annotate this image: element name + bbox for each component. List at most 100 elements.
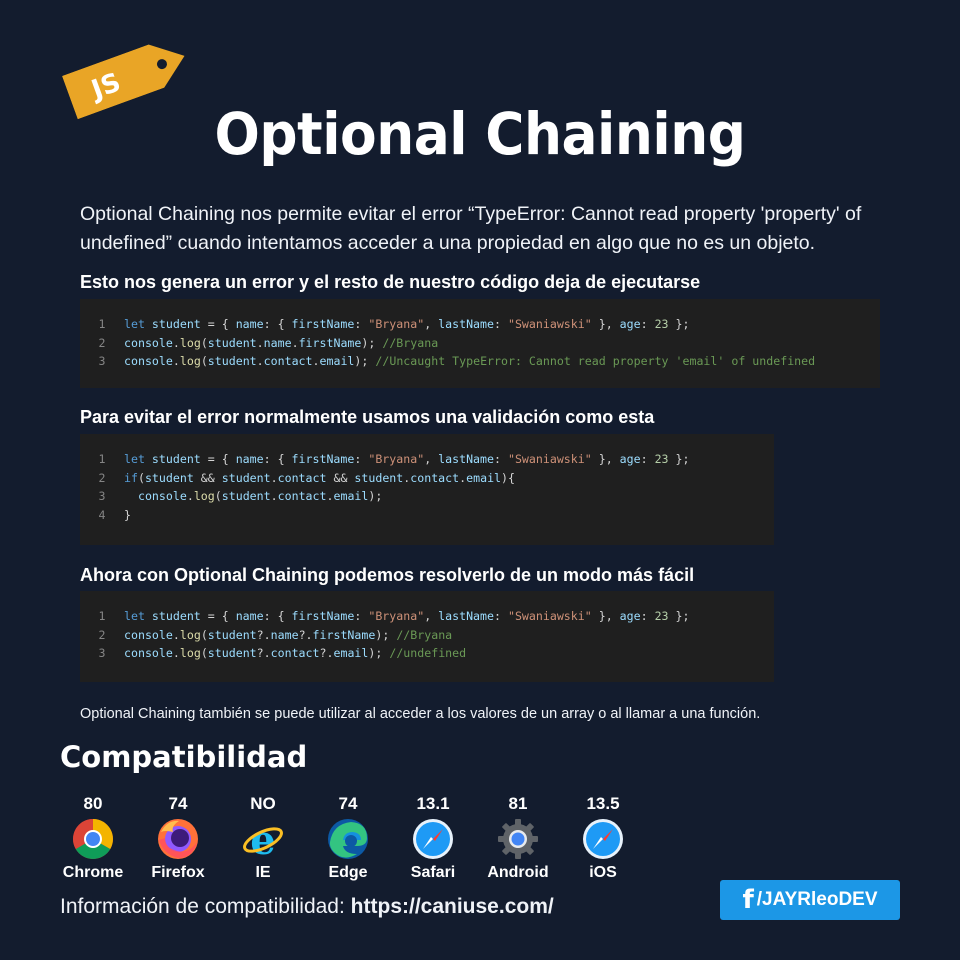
code-token: };: [668, 317, 690, 331]
code-token: student: [207, 627, 257, 642]
section-heading-1: Esto nos genera un error y el resto de n…: [80, 272, 701, 292]
code-token: },: [591, 317, 620, 331]
code-token: console: [124, 627, 173, 642]
code-token: lastName: [438, 452, 494, 466]
code-token: log: [179, 335, 201, 350]
code-token: if: [124, 470, 138, 485]
code-token: );: [375, 627, 397, 642]
code-token: name: [235, 609, 264, 623]
code-token: log: [179, 354, 201, 368]
code-token: :: [640, 317, 655, 331]
code-token: "Bryana": [368, 609, 425, 623]
code-token: :: [494, 609, 508, 623]
facebook-handle-badge[interactable]: f /JAYRleoDEV: [720, 880, 900, 920]
code-token: 23: [654, 452, 669, 466]
line-number: 2: [98, 470, 106, 485]
browser-name: Safari: [410, 864, 456, 881]
code-token: console: [124, 646, 173, 660]
code-token: : {: [263, 452, 292, 466]
code-token: }: [124, 507, 131, 522]
code-token: name: [263, 335, 292, 350]
code-token: ,: [424, 609, 439, 623]
browser-name: Android: [487, 864, 549, 881]
code-token: },: [591, 609, 620, 623]
note-text: Optional Chaining también se puede utili…: [80, 706, 761, 722]
line-number: 1: [98, 452, 106, 466]
code-token: = {: [200, 452, 236, 466]
code-token: .: [459, 470, 467, 485]
browser-version: NO: [250, 794, 276, 813]
browser-version: 13.5: [586, 794, 620, 813]
code-token: :: [354, 317, 369, 331]
caniuse-link[interactable]: https://caniuse.com/: [350, 895, 554, 918]
code-token: ,: [424, 317, 439, 331]
line-number: 3: [98, 489, 106, 503]
code-token: };: [668, 609, 690, 623]
code-token: console: [124, 335, 173, 350]
code-token: //Bryana: [396, 627, 453, 642]
code-line: 3 console.log(student.contact.email);: [80, 487, 774, 506]
social-handle: /JAYRleoDEV: [756, 889, 878, 910]
code-token: lastName: [438, 317, 494, 331]
code-token: .: [256, 354, 264, 368]
code-token: lastName: [438, 609, 494, 623]
code-token: :: [640, 609, 655, 623]
code-token: name: [270, 627, 299, 642]
browser-ios: 13.5 iOS: [560, 792, 646, 882]
code-token: :: [354, 609, 369, 623]
code-token: .: [312, 354, 320, 368]
code-token: let: [124, 609, 152, 623]
code-token: email: [466, 470, 502, 485]
code-token: ?.: [256, 627, 271, 642]
code-token: :: [494, 452, 508, 466]
code-token: (: [200, 335, 208, 350]
browser-version: 81: [508, 794, 528, 813]
code-token: (: [200, 646, 208, 660]
code-token: let: [124, 317, 152, 331]
code-token: .: [270, 489, 278, 503]
section-heading-2: Para evitar el error normalmente usamos …: [80, 407, 655, 427]
code-token: },: [591, 452, 620, 466]
code-token: );: [361, 335, 383, 350]
code-token: contact: [263, 354, 313, 368]
code-token: firstName: [291, 452, 355, 466]
line-number: 2: [98, 335, 106, 350]
code-token: );: [368, 489, 383, 503]
code-token: firstName: [298, 335, 362, 350]
browser-name: iOS: [589, 864, 617, 881]
code-token: : {: [263, 317, 292, 331]
compat-title: Compatibilidad: [60, 740, 308, 774]
code-token: firstName: [291, 609, 355, 623]
code-token: email: [319, 354, 355, 368]
line-number: 1: [98, 317, 106, 331]
code-token: age: [619, 609, 641, 623]
code-token: student: [221, 489, 271, 503]
browser-safari: 13.1 Safari: [390, 792, 476, 882]
code-token: );: [354, 354, 376, 368]
code-token: "Swaniawski": [507, 317, 592, 331]
code-token: firstName: [312, 627, 376, 642]
code-token: = {: [200, 317, 236, 331]
section-heading-3: Ahora con Optional Chaining podemos reso…: [80, 565, 695, 585]
code-token: ?.: [256, 646, 271, 660]
code-token: .: [172, 627, 180, 642]
code-token: "Swaniawski": [507, 609, 592, 623]
chrome-icon: [72, 818, 114, 860]
line-number: 2: [98, 627, 106, 642]
ios-safari-icon: [582, 818, 624, 860]
line-number: 3: [98, 354, 106, 368]
browser-version: 13.1: [416, 794, 450, 813]
code-token: contact: [410, 470, 460, 485]
edge-icon: [327, 818, 369, 860]
code-token: .: [256, 335, 264, 350]
svg-text:e: e: [250, 818, 275, 860]
code-token: [124, 489, 138, 503]
code-token: 23: [654, 609, 669, 623]
code-token: };: [668, 452, 690, 466]
